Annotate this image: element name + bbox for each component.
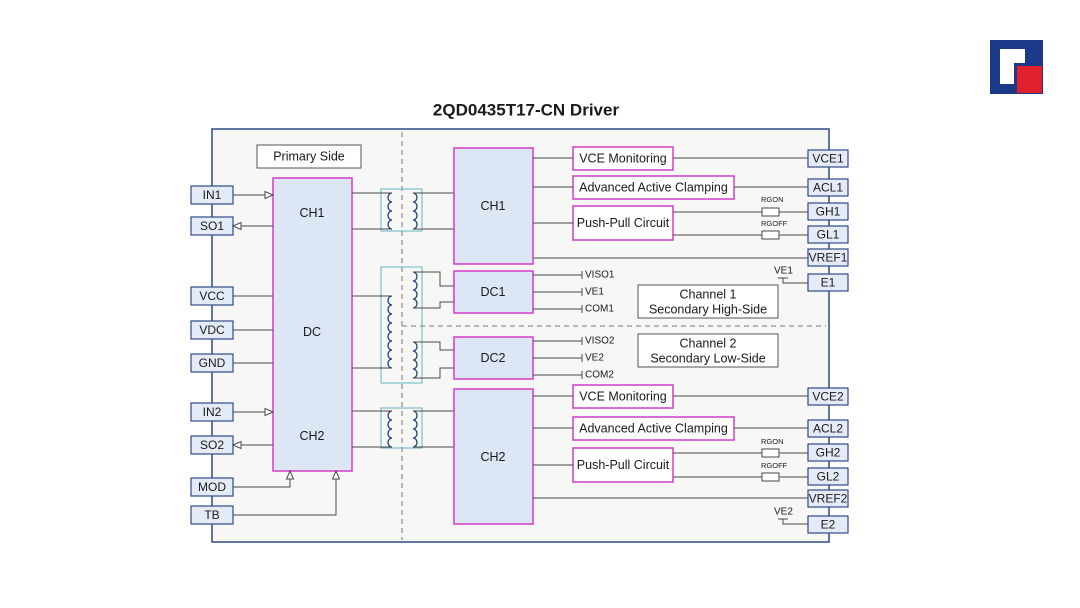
channel2-box <box>637 333 779 368</box>
dc1-block <box>453 270 534 314</box>
svg-text:GL1: GL1 <box>817 228 840 242</box>
svg-text:E1: E1 <box>821 276 836 290</box>
pin-acl2: ACL2 <box>807 419 849 438</box>
svg-text:GH1: GH1 <box>816 205 841 219</box>
viso1-label: VISO1 <box>585 270 615 281</box>
pin-gh2: GH2 <box>807 443 849 462</box>
com2-label: COM2 <box>585 370 614 381</box>
pin-vcc: VCC <box>190 286 234 306</box>
ve1-label: VE1 <box>774 266 793 277</box>
dc1-label: DC1 <box>480 285 505 299</box>
pin-so2: SO2 <box>190 435 234 455</box>
primary-side-box <box>256 144 362 169</box>
svg-text:SO1: SO1 <box>200 219 224 233</box>
pin-e2: E2 <box>807 515 849 534</box>
transformer-ch1 <box>352 188 454 232</box>
svg-text:IN1: IN1 <box>203 188 222 202</box>
svg-text:TB: TB <box>204 508 219 522</box>
ve2-supply-label: VE2 <box>585 353 604 364</box>
svg-text:MOD: MOD <box>198 480 226 494</box>
ve2-label: VE2 <box>774 507 793 518</box>
pin-gh1: GH1 <box>807 202 849 221</box>
pin-vdc: VDC <box>190 320 234 340</box>
company-logo <box>990 40 1043 94</box>
rgoff2-label: RGOFF <box>761 461 788 470</box>
pin-so1: SO1 <box>190 216 234 236</box>
rgoff1-label: RGOFF <box>761 219 788 228</box>
pin-gl1: GL1 <box>807 225 849 244</box>
diagram-title: 2QD0435T17-CN Driver <box>433 101 620 120</box>
dc2-block <box>453 336 534 380</box>
channel2-title: Channel 2 <box>680 337 737 351</box>
dc-wires <box>533 271 583 379</box>
svg-text:VCE1: VCE1 <box>812 152 844 166</box>
svg-text:VCE2: VCE2 <box>812 390 844 404</box>
vce-monitoring-1-label: VCE Monitoring <box>579 152 667 166</box>
primary-side-label: Primary Side <box>273 150 345 164</box>
svg-text:SO2: SO2 <box>200 438 224 452</box>
vce-monitoring-2-label: VCE Monitoring <box>579 390 667 404</box>
pin-vref1: VREF1 <box>807 248 849 267</box>
channel1-title: Channel 1 <box>680 288 737 302</box>
transformer-dc <box>352 266 454 384</box>
rgon2-label: RGON <box>761 437 784 446</box>
ch2-wires <box>533 395 808 525</box>
pin-in2: IN2 <box>190 402 234 422</box>
svg-text:GL2: GL2 <box>817 470 840 484</box>
channel1-box <box>637 284 779 319</box>
dc2-label: DC2 <box>480 351 505 365</box>
ch1-wires <box>533 157 808 284</box>
svg-text:ACL1: ACL1 <box>813 181 843 195</box>
pin-gnd: GND <box>190 353 234 373</box>
secondary-ch1-label: CH1 <box>480 199 505 213</box>
push-pull-1-label: Push-Pull Circuit <box>577 216 670 230</box>
primary-block <box>272 177 353 472</box>
active-clamping-1-label: Advanced Active Clamping <box>579 181 728 195</box>
channel2-subtitle: Secondary Low-Side <box>650 352 765 366</box>
push-pull-2-label: Push-Pull Circuit <box>577 458 670 472</box>
push-pull-1-box <box>572 205 674 241</box>
svg-text:VDC: VDC <box>199 323 225 337</box>
secondary-ch2-label: CH2 <box>480 450 505 464</box>
pin-vce2: VCE2 <box>807 387 849 406</box>
pin-tb: TB <box>190 505 234 525</box>
svg-text:E2: E2 <box>821 518 836 532</box>
svg-text:GND: GND <box>199 356 226 370</box>
svg-text:VREF2: VREF2 <box>809 492 848 506</box>
pin-vce1: VCE1 <box>807 149 849 168</box>
pin-mod: MOD <box>190 477 234 497</box>
viso2-label: VISO2 <box>585 336 615 347</box>
push-pull-2-box <box>572 447 674 483</box>
primary-dc-label: DC <box>303 325 321 339</box>
pin-e1: E1 <box>807 273 849 292</box>
com1-label: COM1 <box>585 304 614 315</box>
svg-text:ACL2: ACL2 <box>813 422 843 436</box>
svg-text:VCC: VCC <box>199 289 225 303</box>
rgon1-label: RGON <box>761 195 784 204</box>
pin-gl2: GL2 <box>807 467 849 486</box>
transformer-ch2 <box>352 407 454 449</box>
pin-in1: IN1 <box>190 185 234 205</box>
svg-text:GH2: GH2 <box>816 446 841 460</box>
secondary-ch1-block <box>453 147 534 265</box>
active-clamping-2-label: Advanced Active Clamping <box>579 422 728 436</box>
pin-vref2: VREF2 <box>807 489 849 508</box>
ve1-supply-label: VE1 <box>585 287 604 298</box>
pin-acl1: ACL1 <box>807 178 849 197</box>
channel1-subtitle: Secondary High-Side <box>649 303 767 317</box>
secondary-ch2-block <box>453 388 534 525</box>
svg-text:IN2: IN2 <box>203 405 222 419</box>
svg-text:VREF1: VREF1 <box>809 251 848 265</box>
primary-ch1-label: CH1 <box>299 206 324 220</box>
primary-ch2-label: CH2 <box>299 429 324 443</box>
left-wires <box>231 190 341 516</box>
